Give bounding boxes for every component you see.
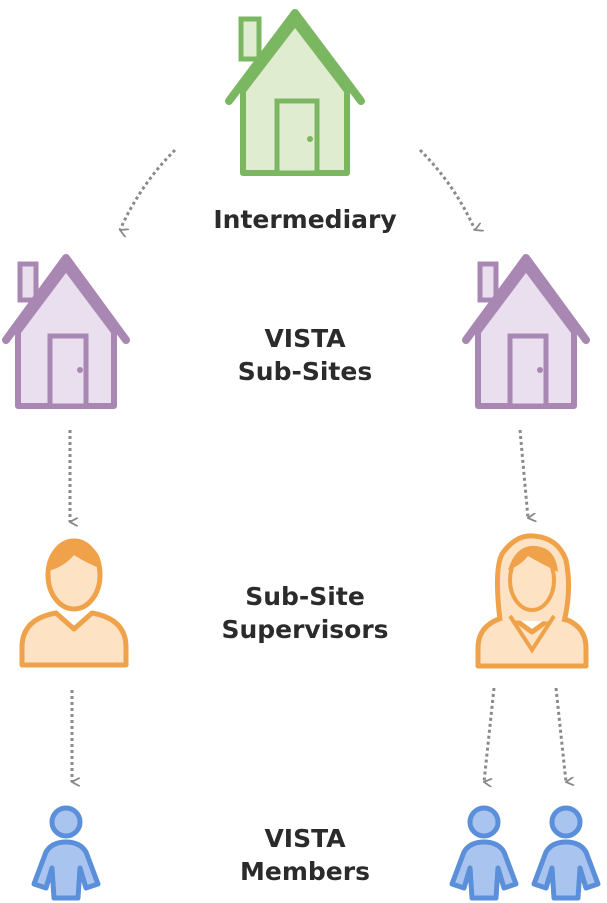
vista-sub-sites-label: VISTA Sub-Sites <box>237 324 373 386</box>
vista-members-label: VISTA Members <box>240 824 370 886</box>
supervisor-female-person-icon <box>475 533 589 669</box>
intermediary-label: Intermediary <box>213 205 397 234</box>
sub-site-left-house-icon <box>2 254 130 409</box>
member-right-2-person-icon <box>531 805 601 901</box>
member-right-1-person-icon <box>449 805 519 901</box>
member-left-person-icon <box>31 805 101 901</box>
arrow-intermediary-to-right <box>418 148 475 230</box>
arrow-supervisor-to-member-right-2 <box>554 687 566 782</box>
arrow-supervisor-to-member-right-1 <box>482 687 496 782</box>
sub-site-supervisors-label: Sub-Site Supervisors <box>221 582 389 644</box>
arrow-intermediary-to-left <box>120 148 177 230</box>
supervisor-male-person-icon <box>19 538 129 668</box>
arrow-subsite-right-to-supervisor <box>518 429 528 518</box>
intermediary-house-icon <box>225 9 365 176</box>
sub-site-right-house-icon <box>462 254 590 409</box>
